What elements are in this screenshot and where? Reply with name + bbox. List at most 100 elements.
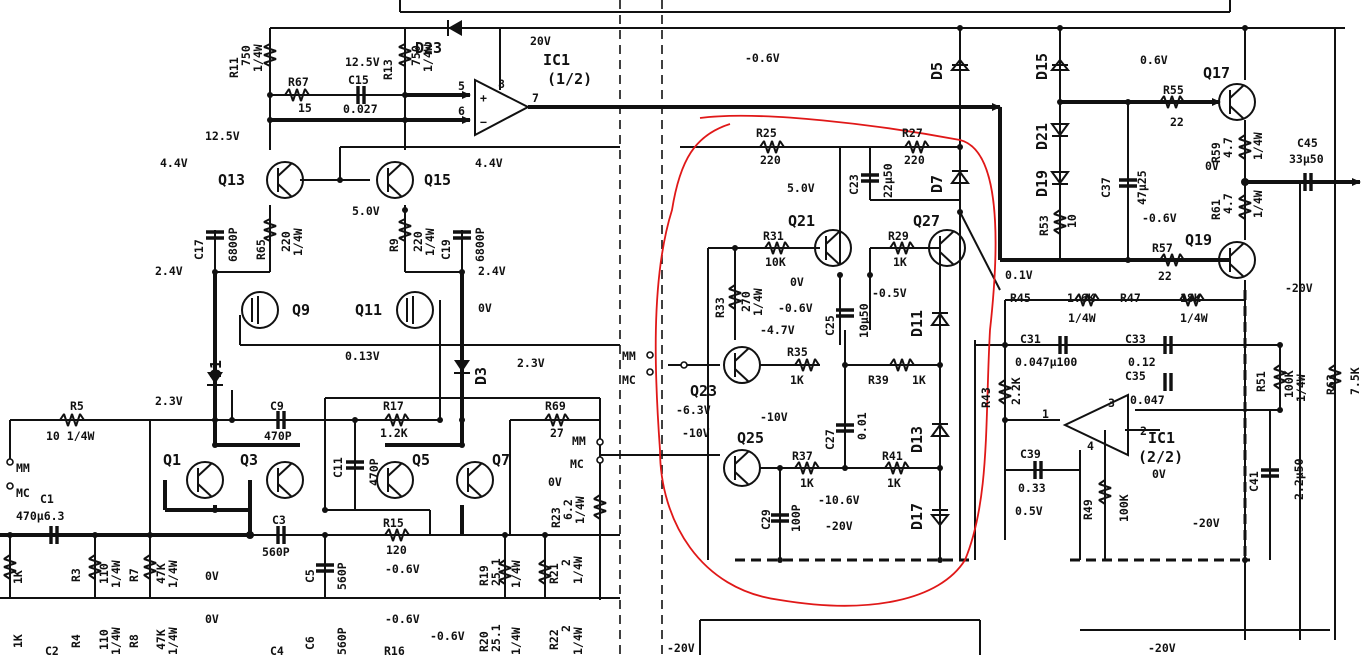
voltage-0-13v: 0.13V — [345, 349, 380, 363]
rating-r23: 1/4W — [573, 496, 587, 524]
label-d17: D17 — [908, 503, 926, 530]
diode-d1 — [207, 372, 223, 386]
resistor-r67 — [284, 88, 310, 102]
resistor-r63 — [1328, 364, 1342, 390]
capacitor-c41 — [1261, 468, 1279, 478]
resistor-labels: R11 750 1/4W R13 750 1/4W R67 15 R65 220… — [46, 44, 1362, 588]
value-r31: 10K — [765, 255, 786, 269]
voltage-neg20v-e: -20V — [1148, 641, 1176, 655]
transistor-q9 — [241, 291, 279, 329]
partial-labels: C2 C4 C6 560P R4 110 1/4W R8 47K 1/4W R1… — [11, 570, 585, 655]
label-r59: R59 — [1209, 142, 1223, 163]
value-r45: 1.6K — [1067, 291, 1095, 305]
ic-labels: IC1 (1/2) IC1 (2/2) 5 6 7 8 2 3 4 1 — [458, 51, 1183, 466]
label-c11: C11 — [331, 457, 345, 478]
transistor-q7 — [456, 461, 494, 499]
label-c3: C3 — [272, 513, 286, 527]
capacitor-c29 — [771, 513, 789, 523]
value-r20: 25.1 — [489, 624, 503, 652]
label-c33: C33 — [1125, 332, 1146, 346]
voltage-0v-c: 0V — [205, 569, 219, 583]
voltage-neg10v-a: -10V — [760, 410, 788, 424]
capacitor-c45 — [1303, 173, 1313, 191]
label-r49: R49 — [1081, 499, 1095, 520]
value-c45: 33µ50 — [1289, 152, 1324, 166]
rating-r9: 1/4W — [423, 228, 437, 256]
selector-switches[interactable] — [6, 351, 688, 490]
value-r7: 47K — [154, 563, 168, 584]
capacitor-c39 — [1033, 461, 1043, 479]
label-c39: C39 — [1020, 447, 1041, 461]
label-c25: C25 — [823, 315, 837, 336]
capacitor-c17 — [206, 230, 224, 240]
resistor-r57 — [1159, 253, 1185, 267]
value-c35: 0.047 — [1130, 393, 1165, 407]
label-c9: C9 — [270, 399, 284, 413]
label-r45: R45 — [1010, 291, 1031, 305]
voltage-0-5v: 0.5V — [1015, 504, 1043, 518]
red-circled-region — [654, 114, 997, 607]
label-q17: Q17 — [1203, 64, 1230, 82]
transistor-q27 — [928, 229, 966, 267]
resistor-r59 — [1238, 134, 1252, 160]
rating-r19: 1/4W — [509, 560, 523, 588]
label-r19: R19 — [477, 565, 491, 586]
label-d1: D1 — [207, 360, 225, 378]
voltage-5-0v-a: 5.0V — [352, 204, 380, 218]
label-r67: R67 — [288, 75, 309, 89]
label-d23: D23 — [415, 39, 442, 57]
label-c27: C27 — [823, 429, 837, 450]
rating-r47: 1/4W — [1180, 311, 1208, 325]
transistor-q5 — [376, 461, 414, 499]
value-r59: 4.7 — [1221, 137, 1235, 158]
label-c1: C1 — [40, 492, 54, 506]
value-r29: 1K — [893, 255, 907, 269]
value-c39: 0.33 — [1018, 481, 1046, 495]
voltage-2-3v-b: 2.3V — [517, 356, 545, 370]
transistor-labels: Q1 Q3 Q5 Q7 Q9 Q11 Q13 Q15 Q17 Q19 Q21 Q… — [163, 64, 1230, 469]
value-r53: 10 — [1065, 214, 1079, 228]
rating-r22: 1/4W — [571, 627, 585, 655]
capacitor-c9 — [276, 411, 286, 429]
resistor-r45 — [1074, 293, 1100, 307]
value-r5: 10 1/4W — [46, 429, 95, 443]
label-r27: R27 — [902, 126, 923, 140]
label-q23: Q23 — [690, 382, 717, 400]
voltage-neg20v-b: -20V — [1285, 281, 1313, 295]
label-q27: Q27 — [913, 212, 940, 230]
capacitor-c27 — [836, 423, 854, 433]
label-r63: R63 — [1324, 374, 1338, 395]
value-r4: 110 — [97, 629, 111, 650]
value-c6: 560P — [335, 627, 349, 655]
rating-r61: 1/4W — [1251, 190, 1265, 218]
resistor-r15 — [384, 528, 410, 542]
transistor-q3 — [266, 461, 304, 499]
voltage-2-3v-a: 2.3V — [155, 394, 183, 408]
resistor-r51 — [1273, 364, 1287, 390]
rating-r21: 1/4W — [571, 556, 585, 584]
label-r17: R17 — [383, 399, 404, 413]
voltage-0v-g: 0V — [205, 612, 219, 626]
ic1-pin6: 6 — [458, 104, 465, 118]
rating-r65: 1/4W — [291, 228, 305, 256]
label-c35: C35 — [1125, 369, 1146, 383]
rating-r7: 1/4W — [166, 560, 180, 588]
label-r9: R9 — [387, 238, 401, 252]
capacitor-c23 — [861, 173, 879, 183]
value-r27: 220 — [904, 153, 925, 167]
resistors — [3, 40, 1342, 585]
capacitor-c33 — [1163, 336, 1173, 354]
label-q21: Q21 — [788, 212, 815, 230]
label-q25: Q25 — [737, 429, 764, 447]
label-d3: D3 — [472, 367, 490, 385]
label-r61: R61 — [1209, 199, 1223, 220]
switch-mc-2: MC — [570, 457, 584, 471]
label-d19: D19 — [1033, 170, 1051, 197]
label-r57: R57 — [1152, 241, 1173, 255]
switch-mm-2: MM — [572, 434, 586, 448]
label-c15: C15 — [348, 73, 369, 87]
value-r61: 4.7 — [1221, 193, 1235, 214]
value-c15: 0.027 — [343, 102, 378, 116]
rating-r11: 1/4W — [251, 44, 265, 72]
voltage-0v-e: 0V — [1205, 159, 1219, 173]
